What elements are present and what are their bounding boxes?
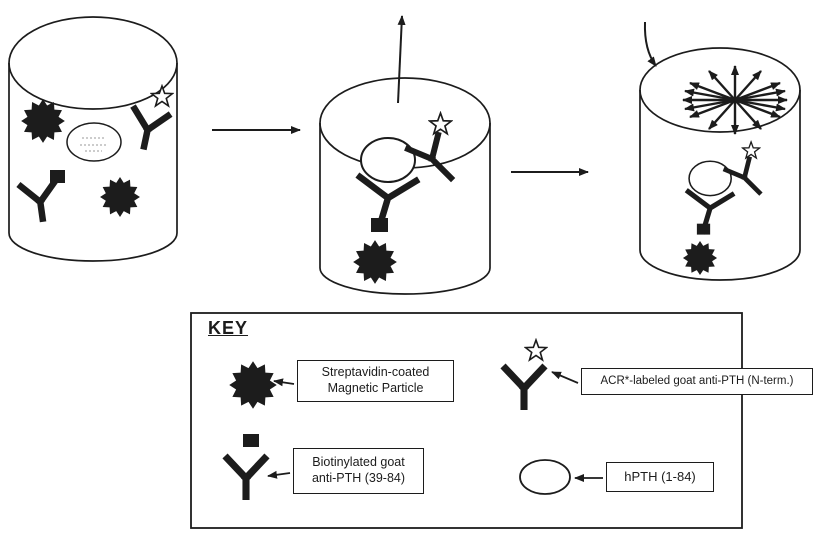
biotin-antibody-icon — [227, 434, 264, 499]
wash-arrow-up — [397, 15, 406, 104]
acr-antibody-icon — [505, 339, 548, 409]
key-label-acr-antibody: ACR*-labeled goat anti-PTH (N-term.) — [581, 368, 813, 395]
tube-reagents — [8, 16, 178, 262]
hpth-icon — [66, 122, 122, 162]
key-label-biotin-antibody: Biotinylated goat anti-PTH (39-84) — [293, 448, 424, 494]
tube-detection — [639, 21, 801, 281]
key-heading: KEY — [208, 318, 249, 338]
key-box — [190, 312, 743, 529]
biotin-antibody-icon — [21, 170, 65, 223]
key-pointer-arrow — [267, 470, 291, 479]
magnetic-particle-icon — [100, 177, 140, 217]
key-label-hpth: hPTH (1-84) — [606, 462, 714, 492]
magnetic-particle-icon — [229, 361, 277, 409]
light-signal-burst — [682, 65, 788, 135]
key-label-streptavidin-particle: Streptavidin-coated Magnetic Particle — [297, 360, 454, 402]
trigger-arrow-down — [643, 21, 657, 67]
hpth-icon — [519, 459, 571, 495]
tube-incubation — [319, 15, 491, 295]
key-pointer-arrow — [551, 371, 579, 384]
immuno-complex — [683, 142, 760, 275]
key-pointer-arrow — [273, 378, 295, 387]
